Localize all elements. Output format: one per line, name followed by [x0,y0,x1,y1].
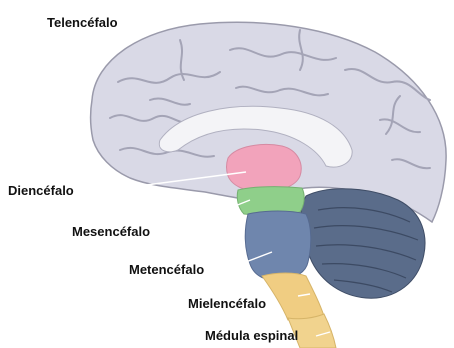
cerebellum [301,189,425,298]
label-mielencefalo: Mielencéfalo [188,296,266,311]
label-metencefalo: Metencéfalo [129,262,204,277]
metencephalon [245,211,311,280]
label-diencefalo: Diencéfalo [8,183,74,198]
myelencephalon [262,273,324,321]
label-mesencefalo: Mesencéfalo [72,224,150,239]
label-telencefalo: Telencéfalo [47,15,118,30]
leader-line-mesencefalo [170,200,250,232]
label-medula-espinal: Médula espinal [205,328,298,343]
diencephalon [227,145,302,193]
